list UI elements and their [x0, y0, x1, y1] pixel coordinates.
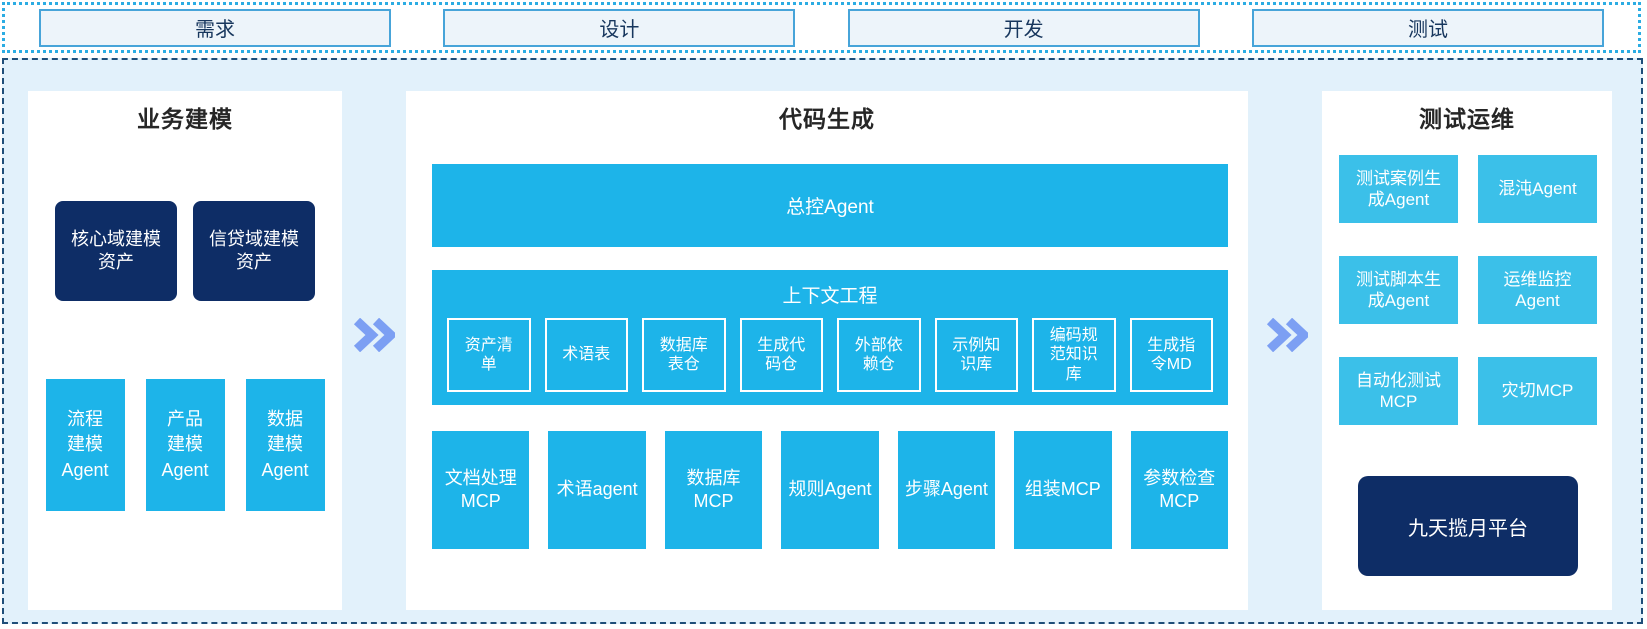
panel-business-modeling: 业务建模 核心域建模 资产 信贷域建模 资产 流程 建模 Agent 产品 建模…	[28, 91, 342, 610]
box-parameter-check-mcp: 参数检查 MCP	[1130, 431, 1228, 549]
bar-master-control-agent: 总控Agent	[432, 164, 1228, 247]
box-test-case-generation-agent: 测试案例生 成Agent	[1339, 155, 1458, 223]
box-database-table-repo: 数据库 表仓	[642, 318, 726, 392]
box-chaos-agent: 混沌Agent	[1478, 155, 1597, 223]
box-process-modeling-agent: 流程 建模 Agent	[45, 379, 125, 511]
box-glossary-agent: 术语agent	[548, 431, 646, 549]
box-coding-standards-knowledge-base: 编码规 范知识 库	[1032, 318, 1116, 392]
box-rules-agent: 规则Agent	[781, 431, 879, 549]
main-container: 业务建模 核心域建模 资产 信贷域建模 资产 流程 建模 Agent 产品 建模…	[2, 58, 1643, 624]
context-engineering-group: 上下文工程 资产清 单 术语表 数据库 表仓 生成代 码仓 外部依 赖仓 示例知…	[432, 270, 1228, 405]
box-automated-testing-mcp: 自动化测试 MCP	[1339, 357, 1458, 425]
modeling-agents-row: 流程 建模 Agent 产品 建模 Agent 数据 建模 Agent	[28, 379, 342, 511]
flow-arrow-left-icon	[353, 317, 398, 353]
phase-testing: 测试	[1251, 8, 1604, 47]
phase-requirements: 需求	[39, 8, 391, 47]
panel-title-business-modeling: 业务建模	[137, 106, 233, 132]
box-ops-monitoring-agent: 运维监控 Agent	[1478, 256, 1597, 324]
panel-title-test-ops: 测试运维	[1419, 106, 1515, 132]
box-generated-code-repo: 生成代 码仓	[739, 318, 823, 392]
phase-label: 设计	[599, 19, 640, 41]
modeling-assets-row: 核心域建模 资产 信贷域建模 资产	[28, 201, 342, 301]
box-credit-domain-modeling-assets: 信贷域建模 资产	[193, 201, 315, 301]
box-disaster-switch-mcp: 灾切MCP	[1478, 357, 1597, 425]
box-example-knowledge-base: 示例知 识库	[934, 318, 1018, 392]
context-engineering-items: 资产清 单 术语表 数据库 表仓 生成代 码仓 外部依 赖仓 示例知 识库 编码…	[447, 318, 1213, 392]
context-engineering-title: 上下文工程	[782, 286, 878, 307]
box-data-modeling-agent: 数据 建模 Agent	[245, 379, 325, 511]
box-test-script-generation-agent: 测试脚本生 成Agent	[1339, 256, 1458, 324]
phase-label: 需求	[195, 19, 235, 41]
test-ops-grid: 测试案例生 成Agent 混沌Agent 测试脚本生 成Agent 运维监控 A…	[1339, 155, 1597, 425]
box-core-domain-modeling-assets: 核心域建模 资产	[55, 201, 177, 301]
panel-test-ops: 测试运维 测试案例生 成Agent 混沌Agent 测试脚本生 成Agent 运…	[1322, 91, 1612, 610]
box-database-mcp: 数据库 MCP	[664, 431, 763, 549]
code-generation-tools-row: 文档处理 MCP 术语agent 数据库 MCP 规则Agent 步骤Agent…	[432, 431, 1228, 549]
box-assembly-mcp: 组装MCP	[1014, 431, 1112, 549]
box-steps-agent: 步骤Agent	[897, 431, 996, 549]
phase-design: 设计	[443, 8, 796, 47]
box-glossary: 术语表	[544, 318, 628, 392]
box-product-modeling-agent: 产品 建模 Agent	[145, 379, 225, 511]
flow-arrow-right-icon	[1266, 317, 1311, 353]
panel-code-generation: 代码生成 总控Agent 上下文工程 资产清 单 术语表 数据库 表仓 生成代 …	[406, 91, 1248, 610]
box-jiutian-lanyue-platform: 九天揽月平台	[1358, 476, 1578, 576]
phase-strip: 需求 设计 开发 测试	[2, 2, 1641, 53]
phase-development: 开发	[847, 8, 1200, 47]
phase-label: 开发	[1003, 19, 1044, 41]
box-asset-list: 资产清 单	[447, 318, 531, 392]
box-generation-instructions-md: 生成指 令MD	[1129, 318, 1213, 392]
box-external-dependency-repo: 外部依 赖仓	[837, 318, 921, 392]
panel-title-code-generation: 代码生成	[779, 106, 875, 132]
phase-label: 测试	[1407, 19, 1448, 41]
box-document-processing-mcp: 文档处理 MCP	[432, 431, 530, 549]
